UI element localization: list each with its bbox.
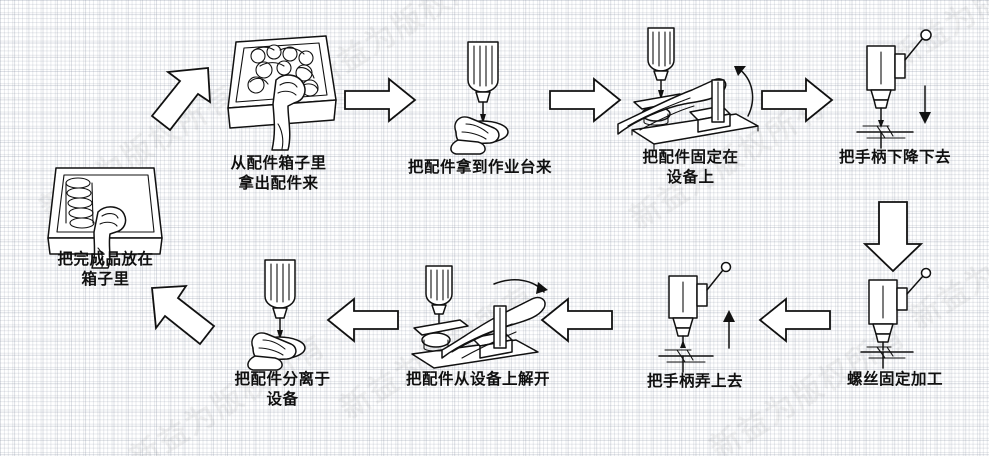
step-label-6: 把手柄弄上去 bbox=[646, 373, 743, 390]
illustration-hand-unclamping-part-from-fixture bbox=[398, 262, 550, 372]
connector-step5-to-step6 bbox=[758, 296, 832, 344]
step-node-7: 把配件从设备上解开 bbox=[378, 262, 578, 402]
step-label-5: 螺丝固定加工 bbox=[846, 371, 943, 388]
connector-step3-to-step4 bbox=[760, 76, 834, 124]
step-label-8: 把配件分离于 设备 bbox=[234, 371, 331, 408]
step-node-finish: 把完成品放在 箱子里 bbox=[18, 160, 193, 288]
illustration-drill-press-handle-raising-up bbox=[645, 261, 747, 373]
illustration-hand-clamping-part-onto-fixture bbox=[617, 22, 766, 152]
step-node-2: 把配件拿到作业台来 bbox=[380, 40, 580, 210]
connector-start-diagonal-up-right bbox=[148, 62, 228, 142]
illustration-hand-removing-part-from-machine bbox=[227, 258, 335, 371]
step-label-7: 把配件从设备上解开 bbox=[405, 371, 550, 388]
connector-step1-to-step2 bbox=[343, 76, 417, 124]
step-node-6: 把手柄弄上去 bbox=[605, 261, 785, 402]
connector-step7-to-step8 bbox=[326, 296, 400, 344]
step-label-2: 把配件拿到作业台来 bbox=[407, 159, 552, 176]
step-node-4: 把手柄下降下去 bbox=[805, 28, 985, 198]
connector-step6-to-step7 bbox=[540, 296, 614, 344]
illustration-hand-placing-finished-part-into-box bbox=[36, 160, 176, 270]
step-node-5: 螺丝固定加工 bbox=[805, 267, 985, 400]
illustration-hand-picking-part-from-parts-tray bbox=[218, 28, 343, 153]
step-label-3: 把配件固定在 设备上 bbox=[642, 149, 739, 186]
step-node-1: 从配件箱子里 拿出配件来 bbox=[196, 28, 361, 208]
step-node-3: 把配件固定在 设备上 bbox=[608, 22, 773, 212]
illustration-hand-carrying-part-to-workbench-under-drill bbox=[430, 40, 538, 155]
step-node-8: 把配件分离于 设备 bbox=[195, 258, 370, 408]
connector-step4-to-step5 bbox=[862, 200, 924, 274]
step-label-finish: 把完成品放在 箱子里 bbox=[57, 251, 154, 288]
connector-step8-to-finish-diagonal-up-left bbox=[146, 282, 226, 362]
illustration-drill-press-handle-lowering-down bbox=[843, 28, 951, 149]
step-label-1: 从配件箱子里 拿出配件来 bbox=[230, 155, 327, 192]
step-label-4: 把手柄下降下去 bbox=[838, 149, 951, 166]
illustration-drill-press-screw-fastening-operation bbox=[847, 267, 947, 370]
connector-step2-to-step3 bbox=[548, 76, 622, 124]
